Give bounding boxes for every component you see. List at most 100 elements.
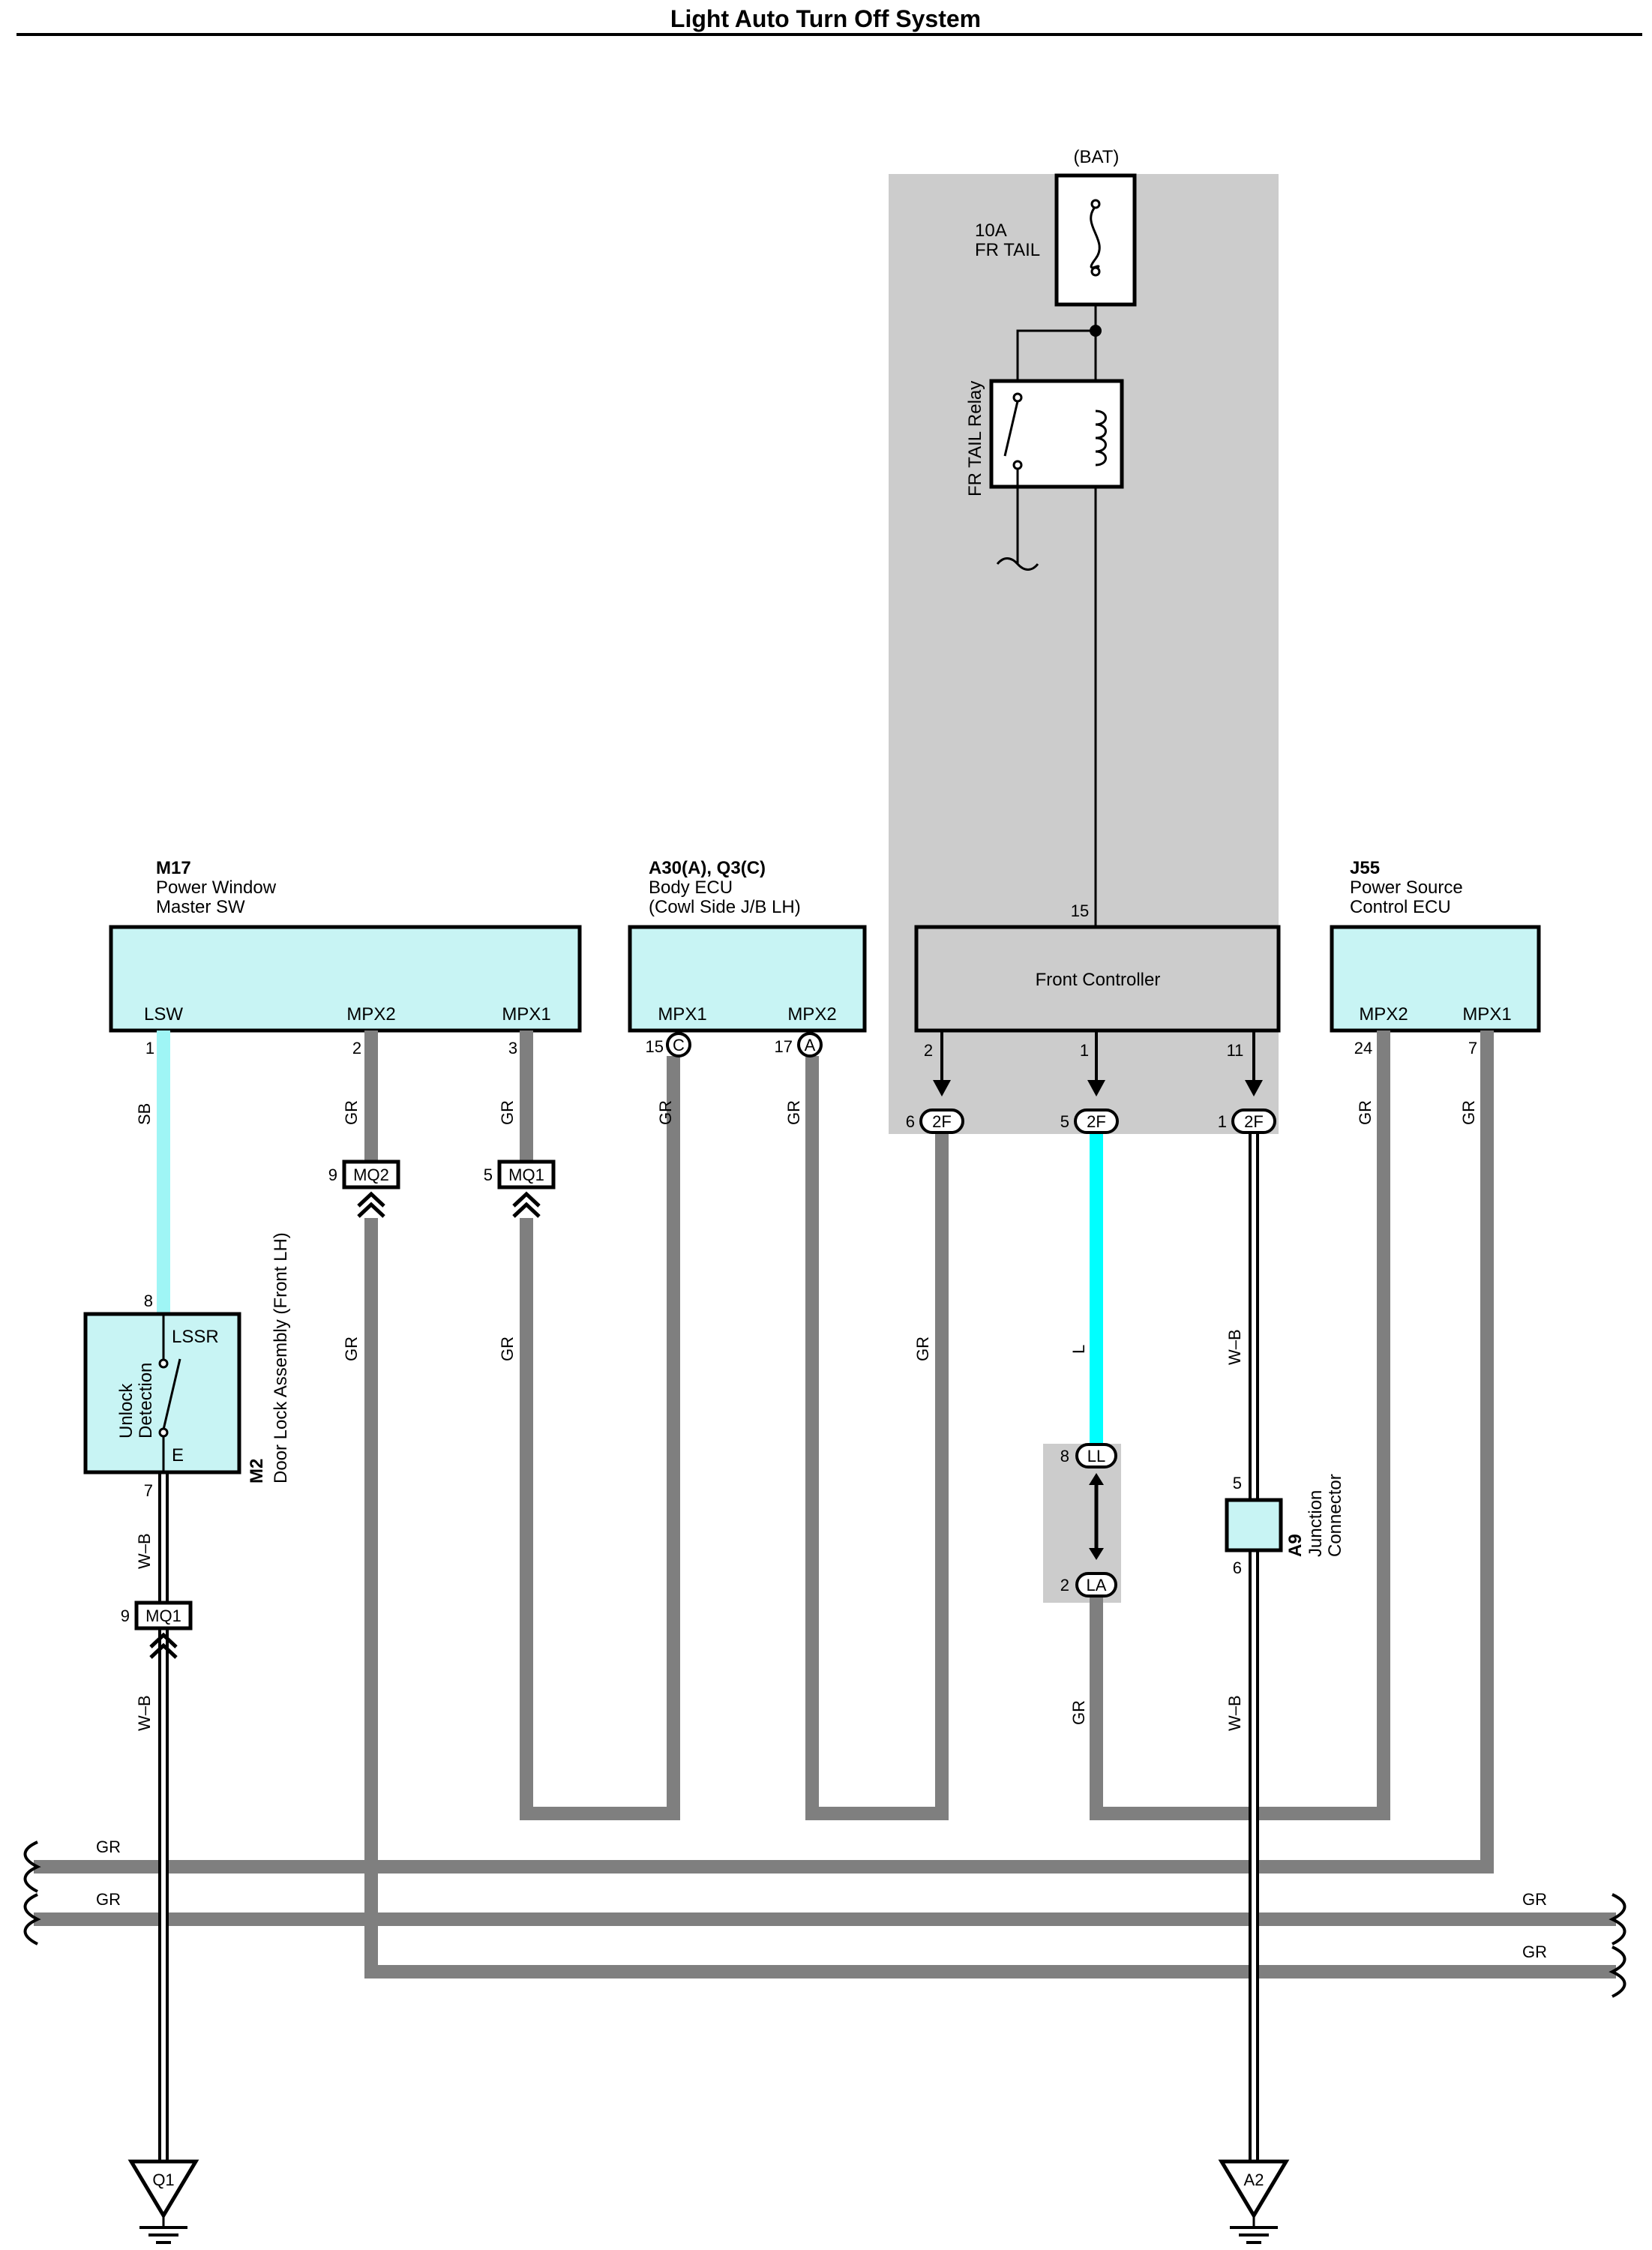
wc-wb-1: W–B [1225,1329,1244,1365]
m2-num-bot: 7 [144,1481,153,1500]
conn-ll-num: 8 [1060,1447,1069,1466]
a9-num-top: 5 [1233,1474,1242,1492]
wc-gr-10: GR [1069,1700,1088,1725]
conn-mq1-num: 5 [484,1166,493,1184]
m17-name2: Master SW [156,897,245,917]
conn-ll: LL [1075,1443,1117,1468]
a9-code: A9 [1285,1534,1306,1557]
svg-text:LA: LA [1087,1576,1107,1594]
wire-a30-mpx2 [805,1056,949,1820]
ground-a2: A2 [1218,2159,1290,2244]
front-pinnum-11: 11 [1227,1041,1244,1060]
svg-text:A: A [805,1036,816,1054]
svg-text:2F: 2F [1087,1112,1106,1131]
wc-l: L [1069,1345,1088,1354]
fuse-symbol [1090,206,1101,272]
m2-pin-lssr: LSSR [172,1327,219,1347]
conn-c-circle: C [666,1032,691,1058]
m17-pin-mpx1: MPX1 [502,1004,550,1024]
wc-gr-6: GR [1459,1100,1478,1125]
wc-gr-4: GR [784,1100,803,1125]
m2-num-top: 8 [144,1292,153,1310]
m17-pin-mpx2: MPX2 [346,1004,395,1024]
wc-gr-bus1: GR [96,1838,121,1856]
conn-mq1-lower-num: 9 [121,1606,130,1625]
svg-text:2F: 2F [1244,1112,1264,1131]
j55-pinnum-24: 24 [1354,1039,1372,1058]
front-leads [933,1030,1263,1096]
j55-name2: Control ECU [1350,897,1451,917]
ground-q1: Q1 [127,2159,199,2244]
wire-j55-mpx1 [34,1030,1494,1874]
m17-pinnum-1: 1 [145,1039,154,1058]
j55-code: J55 [1350,858,1380,878]
a9-name1: Junction [1306,1490,1326,1557]
svg-text:MQ1: MQ1 [145,1606,181,1625]
conn-2f-1: 2F [919,1108,964,1134]
a30-box [628,925,867,1033]
wc-sb: SB [135,1103,154,1125]
j55-pin-mpx2: MPX2 [1359,1004,1408,1024]
a30-code: A30(A), Q3(C) [649,858,766,878]
wc-wb-3: W–B [135,1695,154,1731]
front-controller-label: Front Controller [1036,970,1161,990]
a30-name2: (Cowl Side J/B LH) [649,897,801,917]
wc-gr-bus4: GR [1522,1942,1547,1961]
m2-pin-e: E [172,1445,184,1466]
front-pin-top: 15 [1071,902,1089,920]
bat-label: (BAT) [1074,147,1120,167]
wc-gr-bus2: GR [96,1890,121,1909]
conn-ll-la-link [1089,1473,1104,1560]
break-marks [23,1840,1627,1998]
m17-name1: Power Window [156,878,277,898]
a9-box [1225,1498,1283,1552]
conn-mq2: MQ2 [342,1160,400,1218]
wc-gr-bus3: GR [1522,1890,1547,1909]
svg-text:MQ1: MQ1 [508,1166,544,1184]
wc-gr-8: GR [498,1336,517,1361]
relay-coil [1095,410,1107,466]
fuse-rating: 10A [975,220,1007,241]
relay-label: FR TAIL Relay [965,381,985,496]
a9-name2: Connector [1325,1474,1345,1557]
m2-detect1: Unlock [116,1383,136,1438]
a9-num-bot: 6 [1233,1558,1242,1577]
svg-text:LL: LL [1087,1447,1105,1466]
fuse-box [1054,173,1137,307]
j55-name1: Power Source [1350,878,1463,898]
a30-pinnum-15: 15 [646,1037,664,1056]
conn-2f-2: 2F [1074,1108,1119,1134]
svg-text:MQ2: MQ2 [353,1166,389,1184]
svg-text:Q1: Q1 [152,2170,174,2189]
front-pinnum-2: 2 [924,1041,933,1060]
a30-name1: Body ECU [649,878,733,898]
conn-la: LA [1075,1572,1117,1598]
svg-text:2F: 2F [932,1112,952,1131]
conn-mq1-lower: MQ1 [134,1600,193,1659]
m2-detect2: Detection [136,1363,156,1438]
relay-output-tail [996,557,1039,571]
wc-gr-7: GR [342,1336,361,1361]
wc-gr-1: GR [342,1100,361,1125]
front-pinnum-1: 1 [1080,1041,1089,1060]
svg-text:C: C [673,1036,685,1054]
m2-name: Door Lock Assembly (Front LH) [271,1232,291,1484]
wc-gr-2: GR [498,1100,517,1125]
wire-la-j55 [1090,1030,1390,1820]
a30-pinnum-17: 17 [775,1037,793,1056]
conn-2f-3: 2F [1231,1108,1276,1134]
a30-pin-mpx2: MPX2 [787,1004,836,1024]
conn-la-num: 2 [1060,1576,1069,1594]
wc-gr-3: GR [656,1100,675,1125]
svg-text:A2: A2 [1244,2170,1264,2189]
m17-code: M17 [156,858,191,878]
conn-2f-num-1: 1 [1218,1112,1227,1131]
conn-a-circle: A [797,1032,823,1058]
front-controller-box [914,925,1281,1033]
j55-pin-mpx1: MPX1 [1462,1004,1511,1024]
page-title: Light Auto Turn Off System [670,5,981,32]
wc-wb-4: W–B [1225,1695,1244,1731]
j55-pinnum-7: 7 [1468,1039,1477,1058]
conn-2f-num-6: 6 [906,1112,915,1131]
